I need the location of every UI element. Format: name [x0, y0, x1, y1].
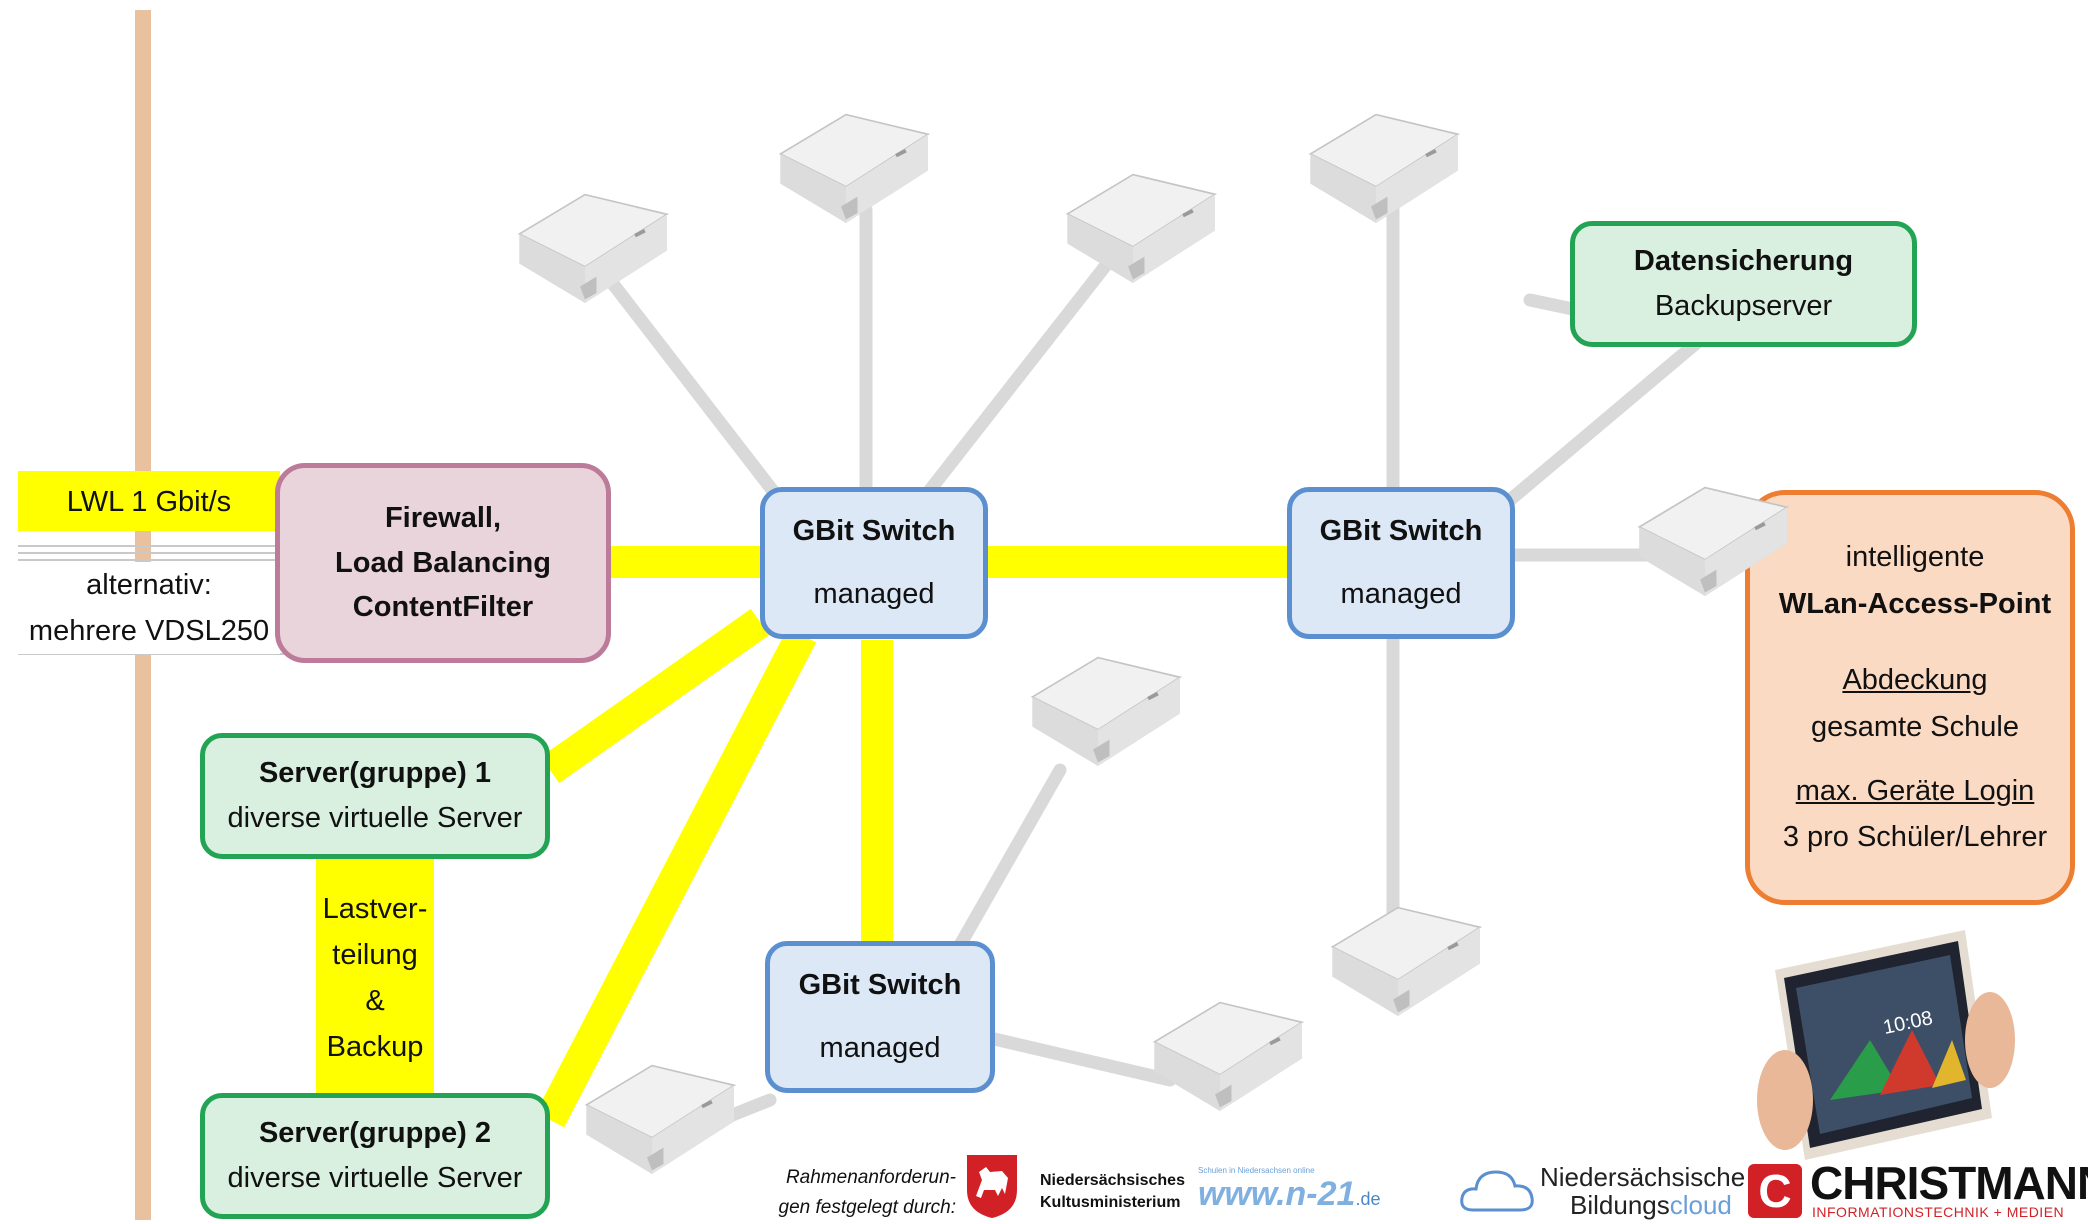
vdsl-alt-label: alternativ: mehrere VDSL250 [18, 562, 280, 654]
switch-box-core: GBit Switch managed [760, 487, 988, 639]
n21-logo: Schulen in Niedersachsen online www.n-21… [1198, 1166, 1380, 1214]
server-group-1-box: Server(gruppe) 1 diverse virtuelle Serve… [200, 733, 550, 859]
switch-title: GBit Switch [792, 515, 956, 548]
christmann-letter-icon: C [1748, 1164, 1802, 1218]
coverage-title: Abdeckung [1842, 664, 1988, 697]
switch-box-right: GBit Switch managed [1287, 487, 1515, 639]
cloud-line2a: Bildungs [1570, 1190, 1670, 1220]
n21-tagline: Schulen in Niedersachsen online [1198, 1166, 1315, 1175]
load-balance-line4: Backup [326, 1031, 424, 1063]
vdsl-alt-line1: alternativ: [86, 569, 212, 601]
credit-line1: Rahmenanforderun- [785, 1167, 956, 1188]
ministry-line2: Kultusministerium [1040, 1194, 1181, 1211]
access-point-icon [1638, 486, 1788, 597]
switch-subtitle: managed [1340, 577, 1462, 610]
backup-box: Datensicherung Backupserver [1570, 221, 1917, 347]
firewall-line2: Load Balancing [335, 546, 551, 579]
cloud-icon [1460, 1170, 1534, 1212]
wlan-info-box: intelligente WLan-Access-Point Abdeckung… [1745, 490, 2075, 905]
credit-text: Rahmenanforderun- gen festgelegt durch: [768, 1163, 956, 1223]
server-group-2-box: Server(gruppe) 2 diverse virtuelle Serve… [200, 1093, 550, 1219]
firewall-box: Firewall, Load Balancing ContentFilter [275, 463, 611, 663]
switch-subtitle: managed [819, 1031, 941, 1064]
cloud-line1: Niedersächsische [1540, 1162, 1746, 1192]
christmann-sub: INFORMATIONSTECHNIK + MEDIEN [1812, 1204, 2065, 1220]
server-subtitle: diverse virtuelle Server [227, 1162, 523, 1194]
vdsl-alt-line2: mehrere VDSL250 [28, 615, 270, 647]
server-title: Server(gruppe) 1 [258, 757, 492, 790]
bildungscloud-text: Niedersächsische Bildungscloud [1540, 1163, 1745, 1219]
fiber-band [18, 471, 280, 531]
load-balance-line1: Lastver- [322, 893, 428, 925]
credit-line2: gen festgelegt durch: [778, 1197, 956, 1218]
fiber-label: LWL 1 Gbit/s [66, 486, 232, 518]
firewall-line1: Firewall, [384, 501, 502, 534]
lower-saxony-horse-icon [967, 1155, 1017, 1218]
n21-suffix: .de [1355, 1189, 1381, 1209]
lastverteilung-band [316, 858, 434, 1098]
login-text: 3 pro Schüler/Lehrer [1782, 821, 2048, 854]
load-balance-label: Lastver- teilung & Backup [316, 886, 434, 1070]
switch-title: GBit Switch [798, 969, 962, 1002]
switch-box-bottom: GBit Switch managed [765, 941, 995, 1093]
n21-main: www.n-21 [1198, 1175, 1356, 1213]
wlan-line2: WLan-Access-Point [1778, 587, 2052, 620]
ministry-line1: Niedersächsisches [1040, 1172, 1185, 1189]
christmann-name: CHRISTMANN [1810, 1157, 2088, 1209]
yellow-links [535, 546, 1292, 1128]
tablet-icon [1757, 930, 2015, 1160]
switch-subtitle: managed [813, 577, 935, 610]
load-balance-line2: teilung [332, 939, 418, 971]
firewall-line3: ContentFilter [352, 591, 534, 624]
server-title: Server(gruppe) 2 [258, 1117, 492, 1150]
login-title: max. Geräte Login [1795, 774, 2035, 807]
server-subtitle: diverse virtuelle Server [227, 802, 523, 834]
coverage-text: gesamte Schule [1811, 710, 2019, 743]
switch-title: GBit Switch [1319, 515, 1483, 548]
grey-links [603, 203, 1727, 1147]
load-balance-line3: & [365, 985, 385, 1017]
backup-subtitle: Backupserver [1654, 290, 1833, 322]
ministry-text: Niedersächsisches Kultusministerium [1040, 1170, 1185, 1214]
wlan-line1: intelligente [1845, 541, 1985, 574]
backup-title: Datensicherung [1633, 245, 1854, 278]
cloud-line2b: cloud [1669, 1190, 1732, 1220]
